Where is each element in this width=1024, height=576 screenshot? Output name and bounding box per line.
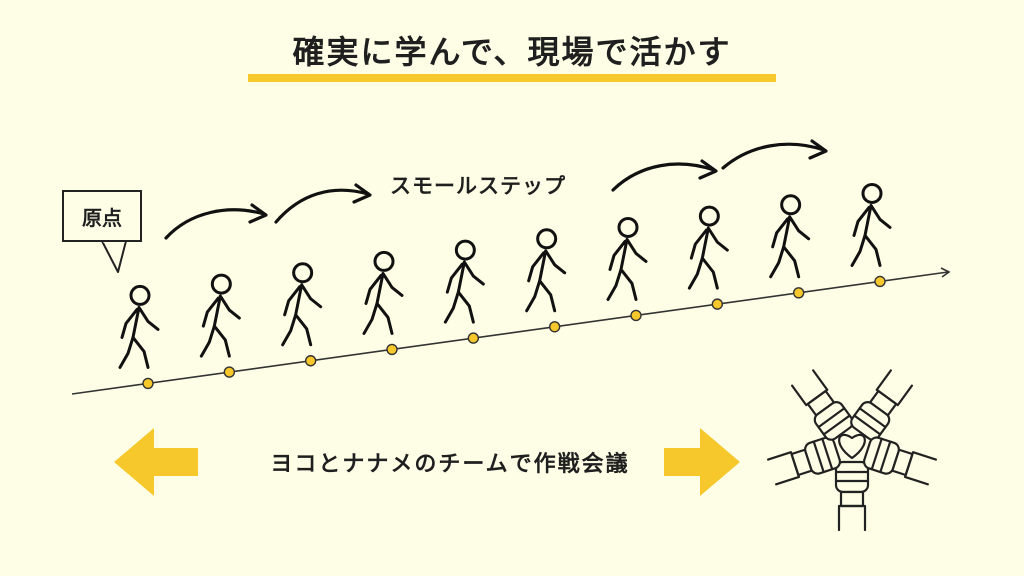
timeline-dot [792,287,805,299]
timeline-dot [711,298,724,310]
walking-person-icon [362,250,404,335]
origin-label: 原点 [82,205,122,230]
timeline-dot [467,332,480,344]
timeline-dot [142,377,154,390]
team-meeting-label: ヨコとナナメのチームで作戦会議 [270,452,630,477]
walking-person-icon [525,228,567,313]
walking-person-icon [606,216,648,301]
heart-icon [838,433,866,460]
double-arrow-icon [114,428,740,496]
curved-arrow-icon [164,203,268,240]
timeline-dot [548,321,561,333]
walking-person-icon [199,273,241,358]
walking-person-icon [281,262,323,347]
origin-speech-bubble: 原点 [62,190,142,242]
walking-person-icon [850,182,892,267]
hand-icon [834,460,870,532]
hand-icon [862,436,938,486]
timeline-dot [874,275,886,288]
timeline-dots [142,275,886,390]
small-step-label: スモールステップ [390,174,566,198]
walking-person-icon [118,284,160,369]
walking-person-icon [769,194,811,279]
timeline-arrowhead [940,267,951,278]
walking-person-icon [443,239,485,324]
walkers [118,182,892,369]
page-title: 確実に学んで、現場で活かす [292,33,732,71]
hand-icon [766,436,842,486]
curved-arrow-icon [721,139,828,170]
hand-icon [850,369,913,441]
timeline-dot [630,309,642,322]
timeline-dot [386,343,398,356]
curved-arrow-icon [274,183,372,224]
bubble-tail [101,240,127,273]
curved-arrow-icon [611,159,718,192]
walking-person-icon [687,205,729,290]
timeline-dot [223,366,236,378]
title-underline [248,74,776,82]
timeline-dot [304,355,317,367]
hand-icon [791,369,854,441]
team-hands-heart-icon [766,369,938,532]
